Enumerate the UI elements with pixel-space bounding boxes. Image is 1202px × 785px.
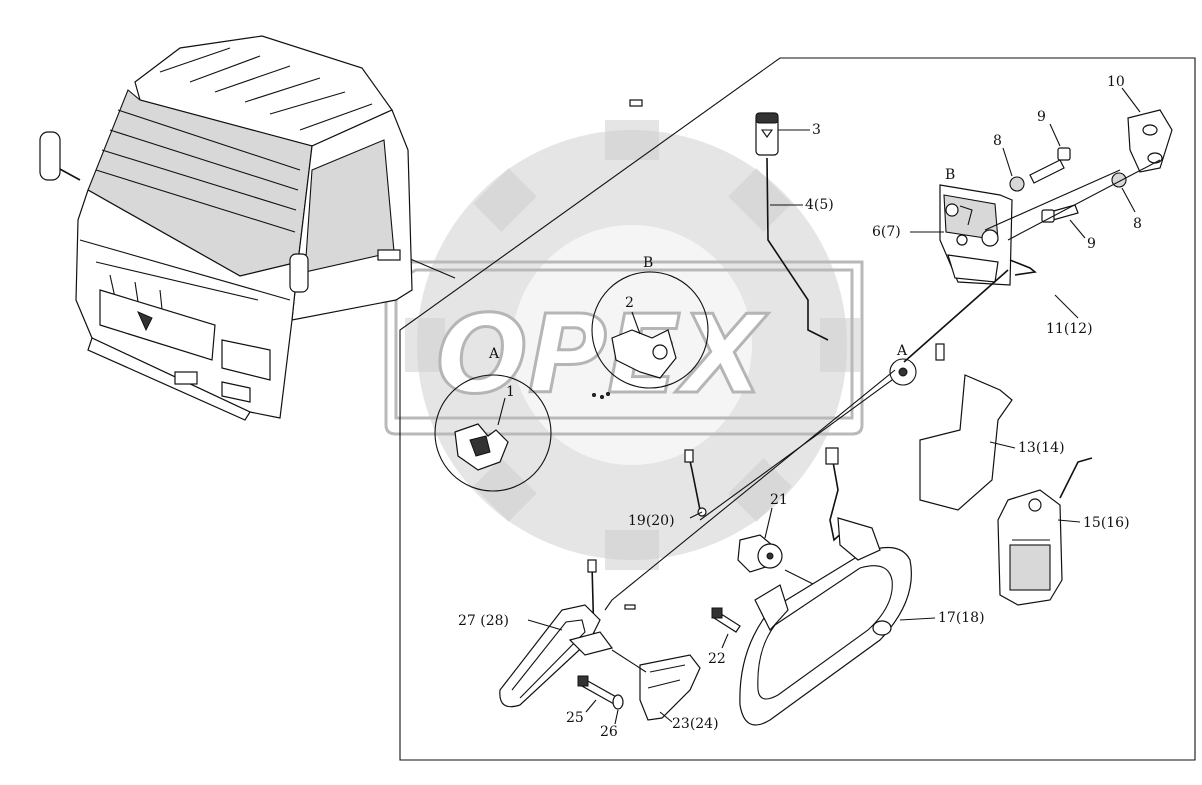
detail-a-label: A: [488, 346, 500, 362]
callout-9a: 9: [1037, 109, 1046, 125]
part-21-key-cylinder: 21: [737, 492, 816, 586]
callout-13: 13(14): [1018, 440, 1065, 456]
part-26-washer: 26: [600, 694, 624, 740]
part-6-door-lock: B 6(7): [872, 167, 1013, 286]
callout-10: 10: [1107, 74, 1125, 90]
part-22-screw: 22: [708, 607, 741, 667]
callout-21: 21: [770, 492, 788, 508]
part-13-bracket: 13(14): [919, 343, 1065, 511]
detail-b-label: B: [643, 255, 653, 271]
part-9-bolt-upper: 9: [1029, 109, 1071, 184]
callout-26: 26: [600, 724, 618, 740]
part-9-bolt-lower: 9: [1041, 204, 1096, 252]
detail-b: B 2: [591, 255, 709, 389]
part-8-washer-lower: 8: [1111, 172, 1142, 232]
watermark-text: OPEX: [436, 293, 769, 418]
callout-19: 19(20): [628, 513, 675, 529]
part-15-lock-actuator: 15(16): [997, 457, 1130, 606]
callout-1: 1: [506, 384, 515, 400]
assembly-frame: [399, 57, 1196, 761]
truck-cab: [39, 35, 413, 421]
callout-b-near-lock: B: [945, 167, 955, 183]
callout-8a: 8: [993, 133, 1002, 149]
callout-25: 25: [566, 710, 584, 726]
part-25-screw: 25: [566, 675, 619, 726]
part-23-handle-bracket: 23(24): [611, 649, 719, 732]
part-17-outside-handle: 17(18): [739, 517, 985, 726]
callout-6: 6(7): [872, 224, 901, 240]
callout-a-marker: A: [889, 343, 917, 386]
part-10-striker: 10: [1107, 74, 1173, 173]
part-4-lock-rod: 4(5): [766, 157, 834, 341]
part-3-lock-knob: 3: [755, 112, 821, 156]
callout-11: 11(12): [1046, 321, 1093, 337]
callout-17: 17(18): [938, 610, 985, 626]
callout-8b: 8: [1133, 216, 1142, 232]
callout-3: 3: [812, 122, 821, 138]
part-27-inner-handle: 27 (28): [458, 559, 614, 708]
part-8-washer-upper: 8: [993, 133, 1025, 192]
callout-a-text: A: [896, 343, 908, 359]
connecting-rods: [604, 369, 896, 611]
callout-27: 27 (28): [458, 613, 509, 629]
callout-4: 4(5): [805, 197, 834, 213]
callout-2: 2: [625, 295, 634, 311]
small-clips: [592, 99, 643, 610]
callout-9b: 9: [1087, 236, 1096, 252]
part-19-rod: 19(20): [628, 449, 707, 529]
callout-23: 23(24): [672, 716, 719, 732]
callout-15: 15(16): [1083, 515, 1130, 531]
callout-22: 22: [708, 651, 726, 667]
part-11-inner-handle-rod: 11(12): [903, 259, 1093, 363]
detail-a: A 1: [434, 346, 552, 492]
